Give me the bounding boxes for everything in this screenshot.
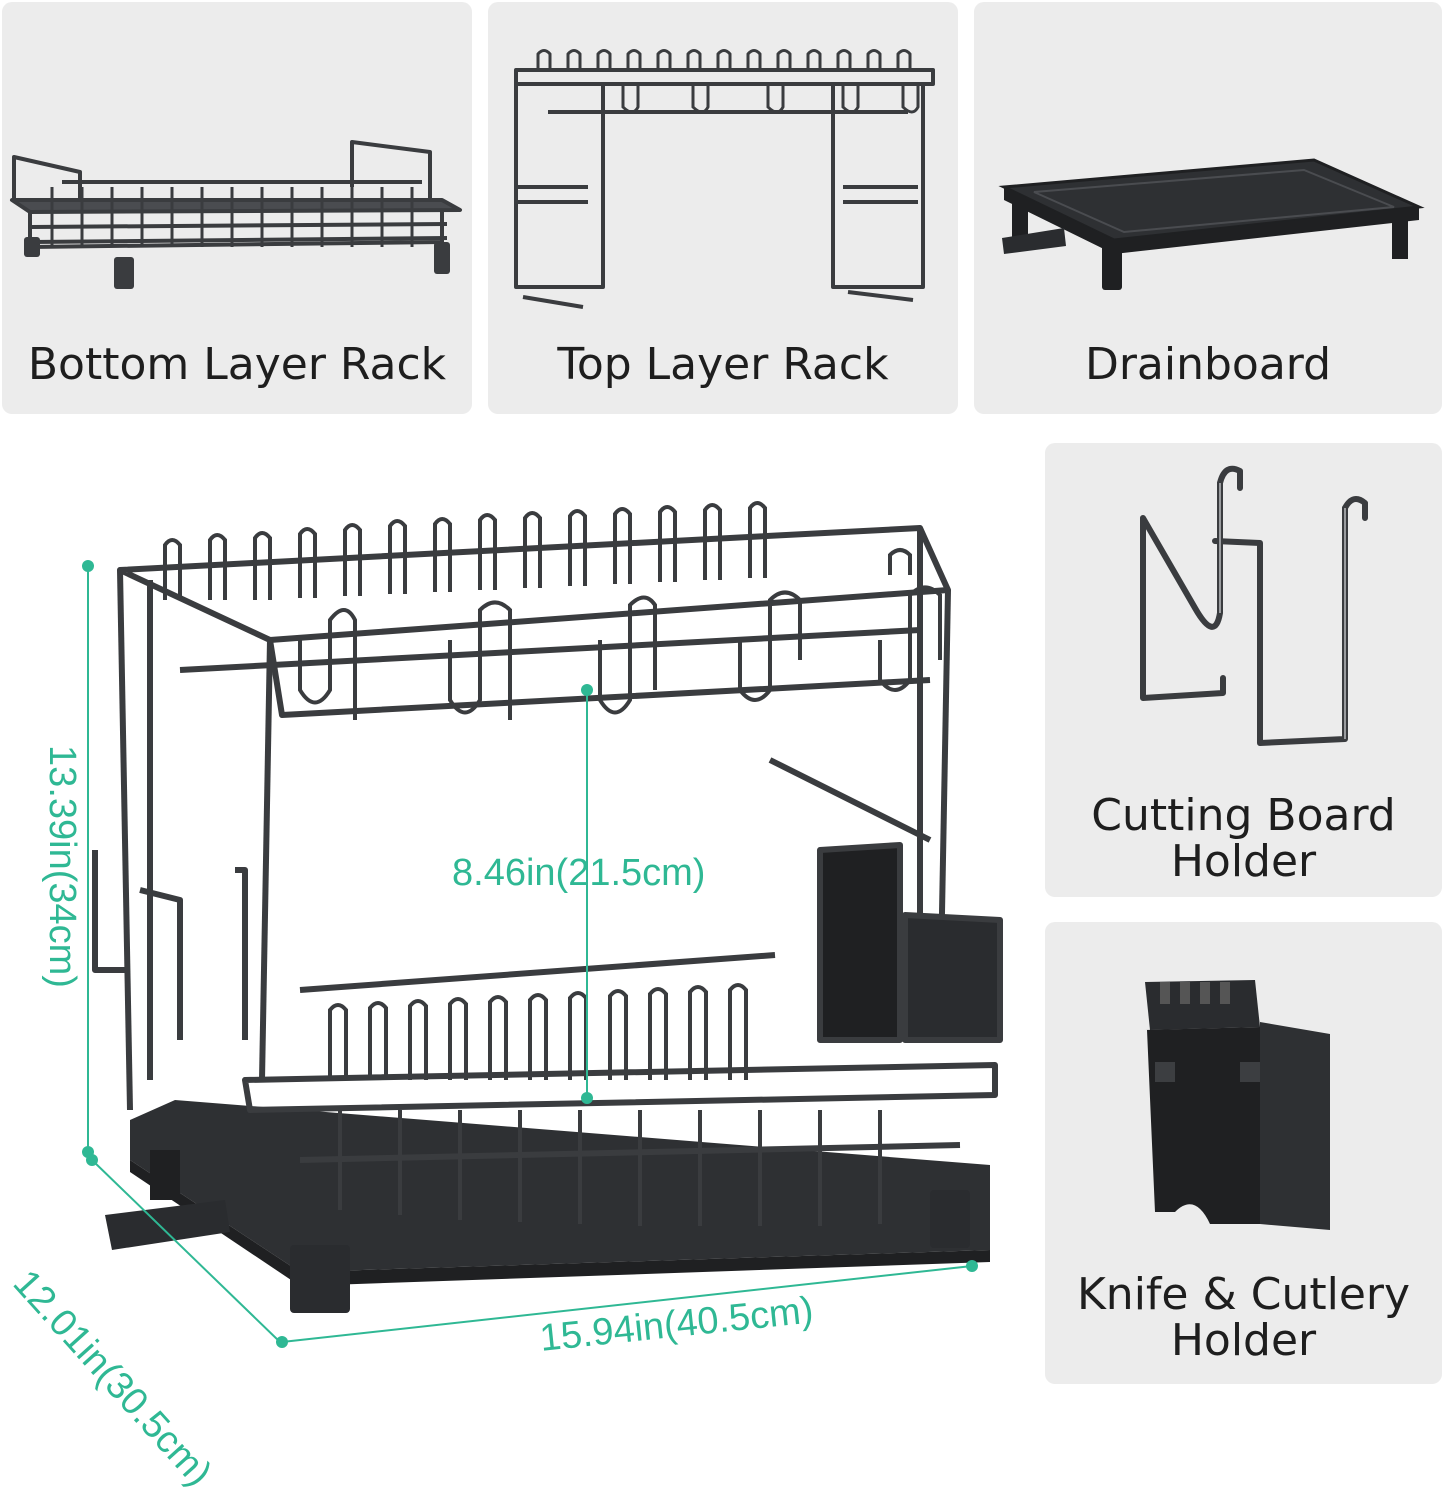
panel-top-layer-rack: Top Layer Rack xyxy=(488,2,958,414)
panel-cutting-board-holder: Cutting Board Holder xyxy=(1045,443,1442,897)
drainboard-label: Drainboard xyxy=(1084,339,1332,390)
cutting-board-holder-label-line1: Cutting Board xyxy=(1091,790,1396,841)
cutting-board-holder-label-line2: Holder xyxy=(1170,836,1317,887)
top-layer-rack-image xyxy=(514,49,935,309)
knife-cutlery-holder-label: Knife & Cutlery Holder xyxy=(1045,1272,1442,1364)
top-layer-rack-label: Top Layer Rack xyxy=(557,339,889,390)
panel-drainboard: Drainboard xyxy=(974,2,1442,414)
drainboard-image xyxy=(998,158,1425,290)
knife-cutlery-holder-label-line2: Holder xyxy=(1170,1315,1317,1366)
cutting-board-holder-image xyxy=(1140,465,1368,746)
dimension-inner-height: 8.46in(21.5cm) xyxy=(452,852,706,894)
panel-bottom-layer-rack: Bottom Layer Rack xyxy=(2,2,472,414)
knife-cutlery-holder-image xyxy=(1145,980,1330,1230)
assembled-dish-rack-image xyxy=(82,501,1003,1348)
bottom-layer-rack-label: Bottom Layer Rack xyxy=(27,339,447,390)
cutting-board-holder-label: Cutting Board Holder xyxy=(1045,793,1442,885)
bottom-layer-rack-image xyxy=(10,140,462,289)
knife-cutlery-holder-label-line1: Knife & Cutlery xyxy=(1076,1269,1411,1320)
panel-knife-cutlery-holder: Knife & Cutlery Holder xyxy=(1045,922,1442,1384)
dimension-height: 13.39in(34cm) xyxy=(40,745,83,988)
